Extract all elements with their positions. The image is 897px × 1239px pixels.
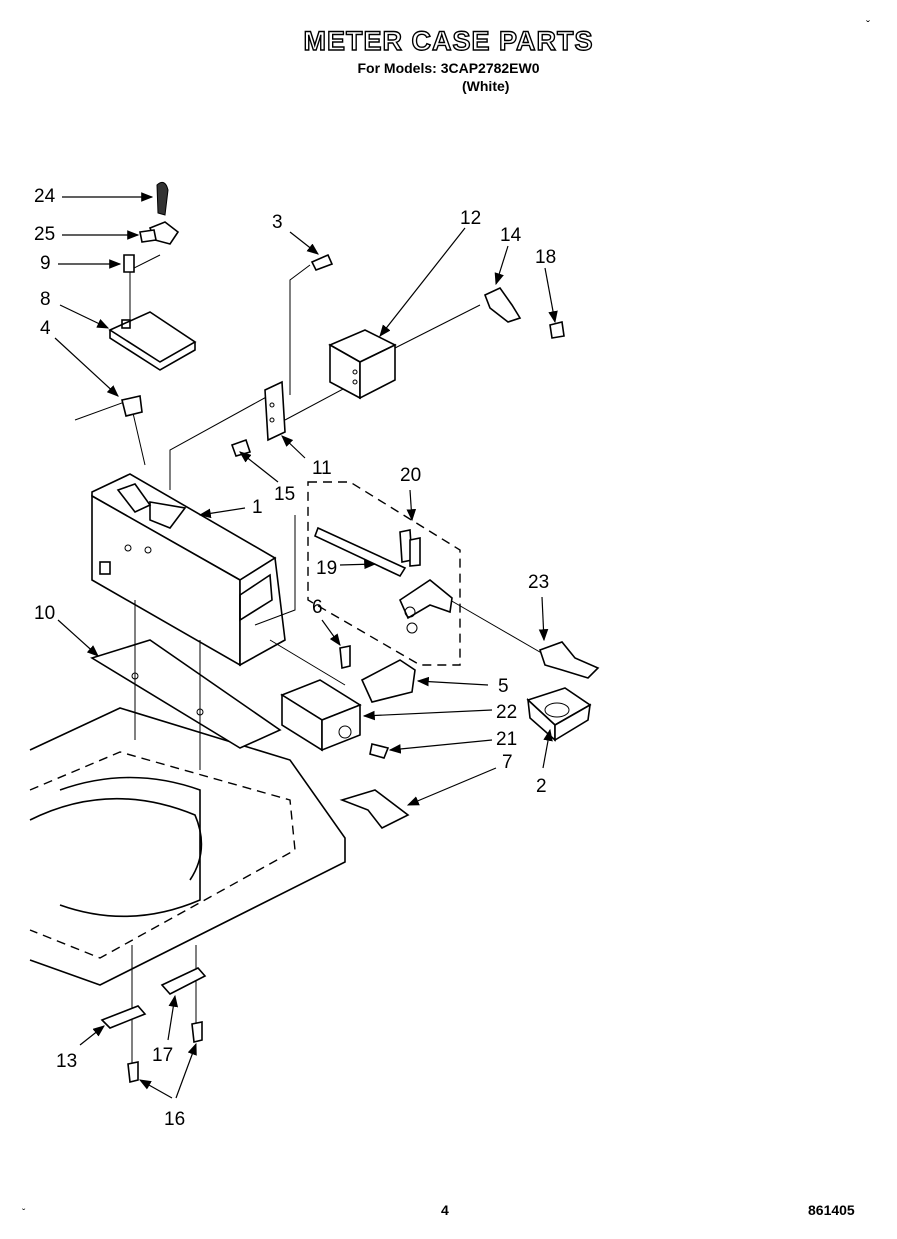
screw-3 bbox=[310, 253, 334, 272]
screw-6 bbox=[339, 645, 351, 670]
callout-14: 14 bbox=[500, 225, 522, 246]
screw-16-right bbox=[191, 1021, 203, 1043]
callout-6: 6 bbox=[312, 597, 323, 618]
callout-7: 7 bbox=[502, 752, 513, 773]
callout-8: 8 bbox=[40, 289, 51, 310]
console-base bbox=[29, 707, 346, 986]
page-number: 4 bbox=[441, 1202, 449, 1218]
meter bbox=[328, 329, 397, 400]
leader-lines bbox=[54, 192, 558, 1099]
coin-slide-assembly bbox=[307, 481, 461, 666]
callout-23: 23 bbox=[528, 572, 550, 593]
document-code: 861405 bbox=[808, 1202, 855, 1218]
screw-15 bbox=[230, 438, 252, 457]
callout-21: 21 bbox=[496, 729, 518, 750]
color-note: (White) bbox=[462, 78, 510, 94]
coin-box bbox=[280, 679, 362, 752]
screw-16-left bbox=[127, 1061, 139, 1083]
clip bbox=[121, 395, 143, 417]
callout-19: 19 bbox=[316, 558, 338, 579]
callout-25: 25 bbox=[34, 224, 56, 245]
callout-15: 15 bbox=[274, 484, 296, 505]
callout-22: 22 bbox=[496, 702, 518, 723]
rod bbox=[313, 526, 407, 578]
callout-11: 11 bbox=[312, 458, 332, 479]
knob bbox=[156, 181, 169, 216]
callout-13: 13 bbox=[56, 1051, 78, 1072]
callout-5: 5 bbox=[498, 676, 509, 697]
switch-bracket bbox=[264, 380, 286, 442]
screw-18 bbox=[549, 321, 565, 339]
callout-3: 3 bbox=[272, 212, 283, 233]
callout-18: 18 bbox=[535, 247, 557, 268]
meter-bracket bbox=[90, 639, 282, 749]
clip-17 bbox=[160, 967, 207, 995]
corner-mark-bottom-left: ˇ bbox=[22, 1208, 26, 1219]
coin-cup bbox=[526, 687, 592, 742]
callout-16: 16 bbox=[164, 1109, 186, 1130]
callout-12: 12 bbox=[460, 208, 482, 229]
corner-mark-top-right: ˇ bbox=[866, 18, 870, 32]
screw-9 bbox=[123, 254, 135, 273]
coin-mechanism bbox=[483, 286, 522, 323]
callout-2: 2 bbox=[536, 776, 547, 797]
coin-plate bbox=[360, 659, 416, 703]
page-title: METER CASE PARTS bbox=[303, 25, 594, 56]
assembly-guide-lines bbox=[74, 254, 546, 1070]
callout-17: 17 bbox=[152, 1045, 174, 1066]
coin-box-pin bbox=[369, 743, 390, 759]
callout-9: 9 bbox=[40, 253, 51, 274]
model-line: For Models: 3CAP2782EW0 bbox=[357, 60, 540, 76]
callout-20: 20 bbox=[400, 465, 422, 486]
callout-10: 10 bbox=[34, 603, 56, 624]
slide-lever bbox=[538, 641, 600, 679]
meter-case bbox=[91, 473, 286, 667]
callout-4: 4 bbox=[40, 318, 51, 339]
callout-1: 1 bbox=[252, 497, 263, 518]
clip-13 bbox=[100, 1005, 147, 1029]
coin-box-shield bbox=[339, 789, 410, 830]
callout-24: 24 bbox=[34, 186, 56, 207]
